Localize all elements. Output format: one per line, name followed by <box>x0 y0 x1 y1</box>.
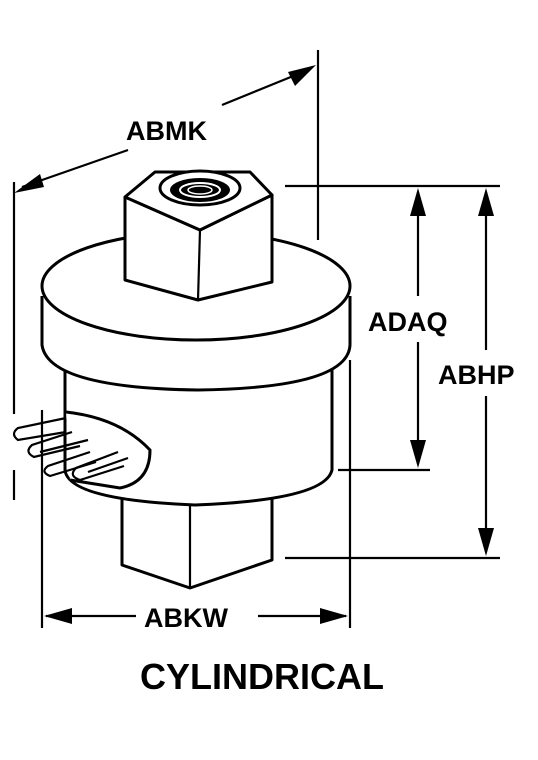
extension-lines <box>12 50 500 628</box>
dimension-abmk: ABMK <box>14 65 316 193</box>
dimension-label-adaq: ADAQ <box>368 307 448 337</box>
dimension-abkw: ABKW <box>44 603 348 633</box>
hex-fitting <box>123 169 274 302</box>
dimension-adaq: ADAQ <box>368 188 448 468</box>
dimension-label-abhp: ABHP <box>438 360 515 390</box>
dimension-label-abkw: ABKW <box>144 603 228 633</box>
diagram-caption: CYLINDRICAL <box>140 656 384 697</box>
dimension-label-abmk: ABMK <box>126 116 207 146</box>
terminal-pins <box>12 410 152 490</box>
dimension-abhp: ABHP <box>438 188 515 556</box>
